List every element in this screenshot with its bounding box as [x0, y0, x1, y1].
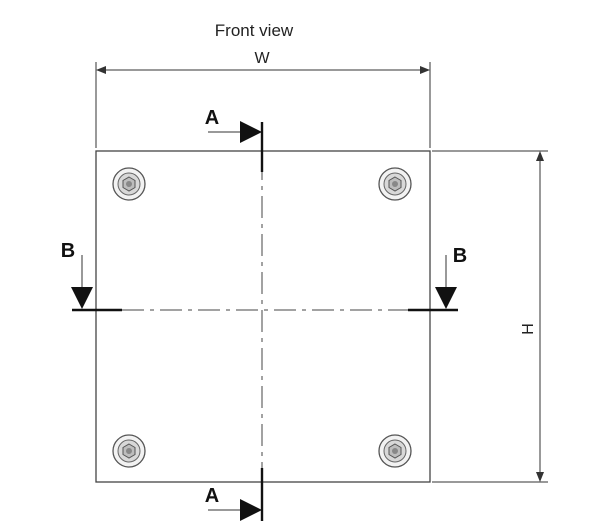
width-label: W: [254, 50, 270, 67]
section-a-top-arrowhead: [240, 121, 262, 143]
section-b-left-arrowhead: [71, 287, 93, 309]
bolt-bottom-right-icon: [378, 434, 412, 468]
view-title: Front view: [215, 21, 294, 40]
height-label: H: [520, 323, 537, 335]
section-a-top-marker: A: [205, 107, 264, 172]
bolt-bottom-left-icon: [112, 434, 146, 468]
bolt-top-right-icon: [378, 167, 412, 201]
height-dimension: H: [432, 150, 548, 483]
section-b-right-arrowhead: [435, 287, 457, 309]
section-b-right-marker: B: [408, 245, 467, 312]
width-dimension: W: [95, 50, 431, 148]
section-b-left-marker: B: [61, 240, 122, 312]
section-a-top-label: A: [205, 107, 219, 129]
section-a-bottom-arrowhead: [240, 499, 262, 521]
section-b-left-label: B: [61, 240, 75, 262]
section-a-bottom-label: A: [205, 485, 219, 507]
section-b-right-label: B: [453, 245, 467, 267]
plate-outline: [95, 150, 431, 483]
section-a-bottom-marker: A: [205, 468, 264, 521]
bolt-top-left-icon: [112, 167, 146, 201]
